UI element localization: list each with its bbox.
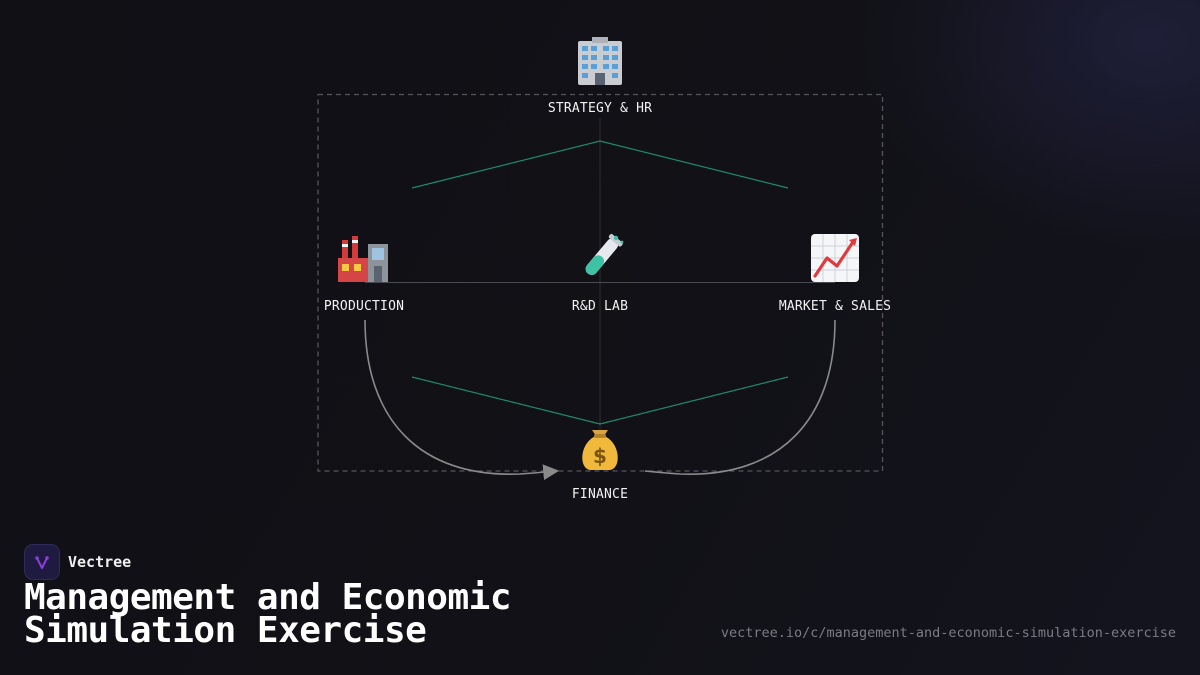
node-label-finance: FINANCE xyxy=(571,487,629,502)
node-label-market: MARKET & SALES xyxy=(778,299,892,314)
flow-arrow-production-finance xyxy=(364,319,560,481)
connector-finance-bottom xyxy=(411,376,789,425)
brand-name: Vectree xyxy=(68,553,132,571)
brand: Vectree xyxy=(24,544,131,580)
node-label-strategy: STRATEGY & HR xyxy=(547,101,653,116)
chart-increasing-icon xyxy=(805,232,865,286)
dashed-frame xyxy=(317,93,884,472)
page-title: Management and Economic Simulation Exerc… xyxy=(24,577,512,651)
vectree-logo-icon xyxy=(24,544,60,580)
connector-strategy-top xyxy=(411,140,789,189)
course-url[interactable]: vectree.io/c/management-and-economic-sim… xyxy=(720,625,1176,641)
node-label-rnd: R&D LAB xyxy=(571,299,629,314)
factory-icon xyxy=(334,232,394,286)
money-bag-icon: $ xyxy=(570,420,630,474)
office-building-icon xyxy=(570,35,630,89)
svg-text:$: $ xyxy=(593,444,607,468)
flow-curve-market-finance xyxy=(644,319,836,475)
node-label-production: PRODUCTION xyxy=(323,299,405,314)
test-tube-icon xyxy=(570,232,630,286)
